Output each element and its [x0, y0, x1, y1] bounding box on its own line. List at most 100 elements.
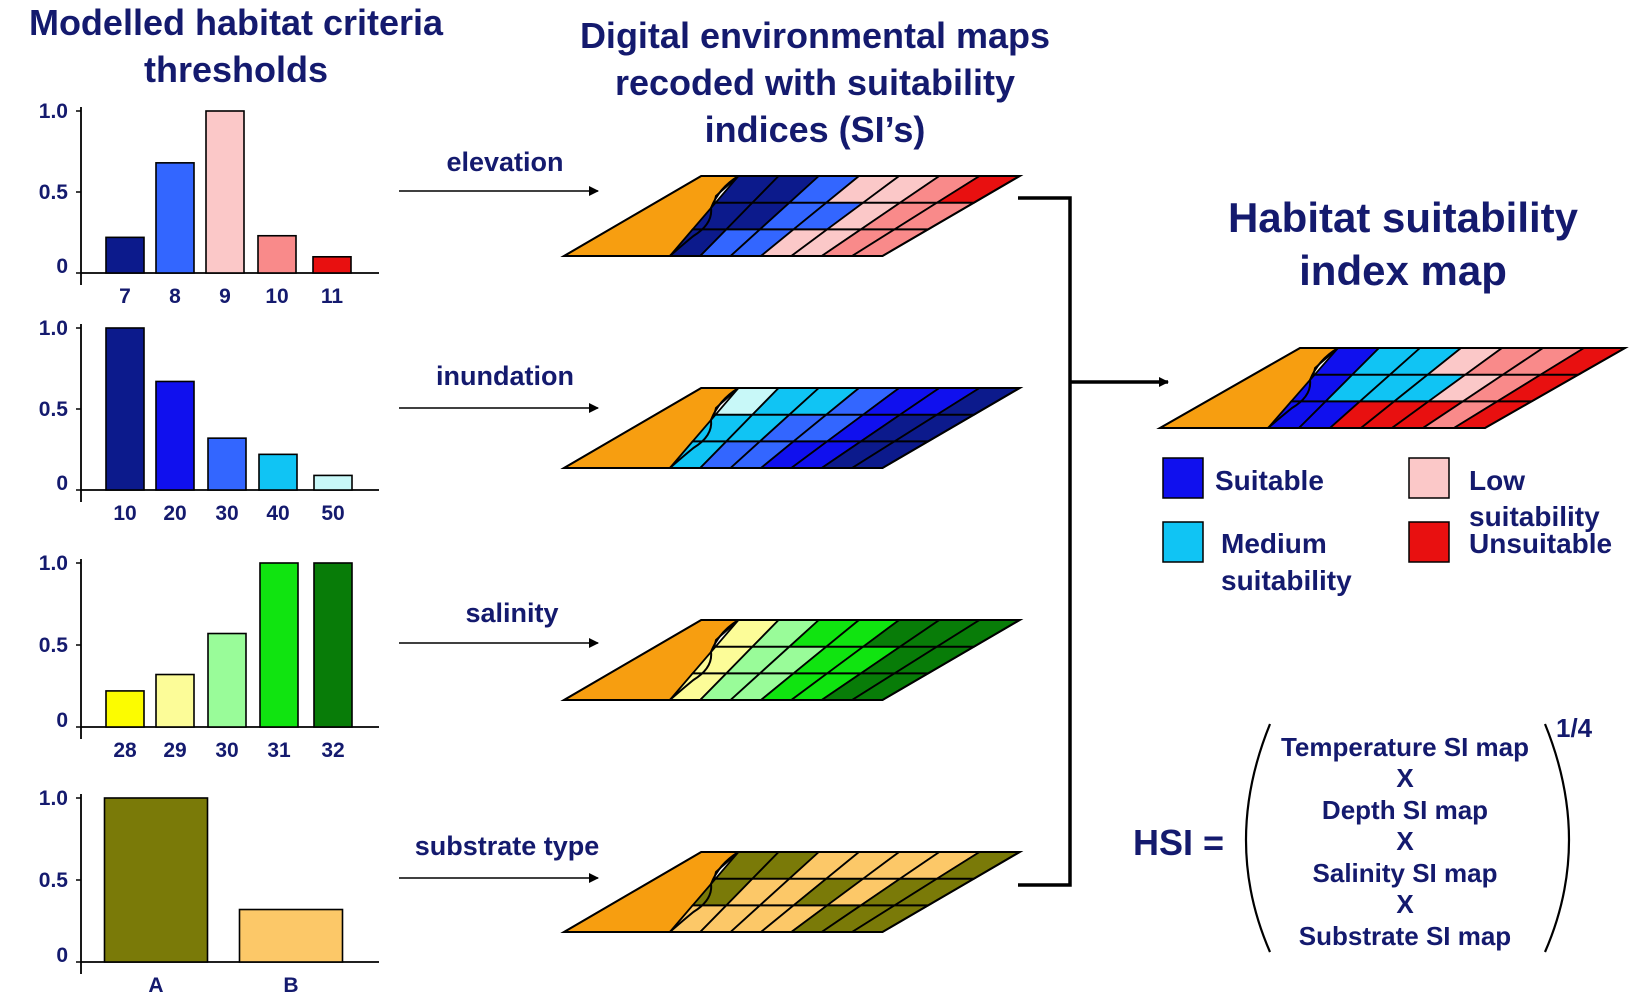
map-salinity [560, 619, 1024, 701]
map-outline [560, 619, 1024, 701]
combine-connector [1018, 196, 1169, 887]
bar [207, 632, 247, 728]
formula-lhs: HSI = [1133, 822, 1224, 863]
bar [207, 437, 247, 491]
threshold-chart-4: 1.0 0.5 0A B [39, 787, 379, 995]
middle-heading-line3: indices (SI’s) [705, 109, 926, 150]
map-inundation [560, 387, 1024, 469]
y-tick-label: 0 [56, 255, 68, 278]
bar [105, 327, 145, 491]
coastline [669, 387, 739, 469]
middle-heading-line2: recoded with suitability [615, 62, 1015, 103]
arrow-substrate: substrate type [399, 831, 600, 883]
map-hsi [1156, 347, 1629, 429]
bar [257, 234, 297, 274]
map-elevation [560, 175, 1024, 257]
x-tick-label: 50 [321, 502, 344, 525]
bar [155, 162, 195, 274]
bar [313, 474, 353, 491]
right-heading-line1: Habitat suitability [1228, 194, 1579, 241]
right-heading-line2: index map [1299, 247, 1507, 294]
bar [103, 797, 209, 963]
formula-exponent: 1/4 [1556, 713, 1593, 743]
x-tick-label: 40 [266, 502, 289, 525]
legend-label-low-line1: Low [1469, 465, 1525, 496]
x-tick-label: 10 [265, 285, 288, 308]
y-tick-label: 1.0 [39, 100, 68, 123]
left-heading-line1: Modelled habitat criteria [29, 2, 444, 43]
legend-swatch-suitable [1162, 457, 1204, 499]
legend-label-suitable: Suitable [1215, 465, 1324, 496]
y-tick-label: 0.5 [39, 869, 69, 892]
map-outline [560, 387, 1024, 469]
map-outline [560, 175, 1024, 257]
bar [238, 908, 344, 963]
y-tick-label: 0.5 [39, 634, 69, 657]
map-outline [560, 851, 1024, 933]
y-tick-label: 0 [56, 709, 68, 732]
arrow-elevation: elevation [399, 147, 599, 196]
legend-swatch-medium [1162, 521, 1204, 563]
x-tick-label: 31 [267, 739, 291, 762]
x-tick-label: 28 [113, 739, 137, 762]
bar [205, 110, 245, 274]
legend-label-unsuitable: Unsuitable [1469, 528, 1612, 559]
formula-term-temperature: Temperature SI map [1281, 732, 1529, 762]
coastline [669, 175, 739, 257]
x-tick-label: 7 [119, 285, 131, 308]
formula-term-substrate: Substrate SI map [1299, 921, 1511, 951]
bar [155, 673, 195, 728]
formula-term-depth: Depth SI map [1322, 795, 1488, 825]
x-tick-label: 9 [219, 285, 231, 308]
x-tick-label: A [148, 974, 163, 995]
formula-times-1: X [1396, 763, 1414, 793]
coastline [669, 851, 739, 933]
bar [259, 562, 299, 728]
arrow-label-elevation: elevation [446, 147, 563, 177]
x-tick-label: 30 [215, 739, 238, 762]
x-tick-label: 30 [215, 502, 238, 525]
x-tick-label: 11 [321, 285, 344, 308]
bar [258, 453, 298, 491]
coastline [669, 619, 739, 701]
formula-term-salinity: Salinity SI map [1313, 858, 1498, 888]
legend-label-medium-line2: suitability [1221, 565, 1352, 596]
middle-heading-line1: Digital environmental maps [580, 15, 1050, 56]
legend-swatch-unsuitable [1408, 521, 1450, 563]
hsi-formula: HSI = 1/4 Temperature SI map X Depth SI … [1133, 713, 1593, 953]
arrow-label-salinity: salinity [465, 598, 558, 628]
x-tick-label: B [283, 974, 298, 995]
bar [105, 236, 145, 274]
right-parenthesis [1543, 723, 1571, 953]
y-tick-label: 0 [56, 944, 68, 967]
legend: Suitable Medium suitability Low suitabil… [1162, 457, 1612, 596]
arrow-inundation: inundation [399, 361, 599, 413]
bar [155, 380, 195, 491]
coastline [1267, 347, 1339, 429]
y-tick-label: 1.0 [39, 787, 68, 810]
left-heading-line2: thresholds [144, 49, 328, 90]
bar [105, 690, 145, 728]
y-tick-label: 1.0 [39, 552, 68, 575]
y-tick-label: 1.0 [39, 317, 68, 340]
bar [313, 562, 353, 728]
x-tick-label: 20 [163, 502, 186, 525]
arrow-salinity: salinity [399, 598, 599, 648]
bar [312, 255, 352, 274]
legend-label-low-line2: suitability [1469, 501, 1600, 532]
y-tick-label: 0 [56, 472, 68, 495]
x-tick-label: 8 [169, 285, 181, 308]
legend-label-medium-line1: Medium [1221, 528, 1327, 559]
formula-times-2: X [1396, 826, 1414, 856]
legend-swatch-low [1408, 457, 1450, 499]
arrow-label-substrate-type: substrate type [415, 831, 600, 861]
formula-times-3: X [1396, 889, 1414, 919]
suitability-maps [560, 175, 1629, 933]
map-outline [1156, 347, 1629, 429]
arrow-label-inundation: inundation [436, 361, 574, 391]
